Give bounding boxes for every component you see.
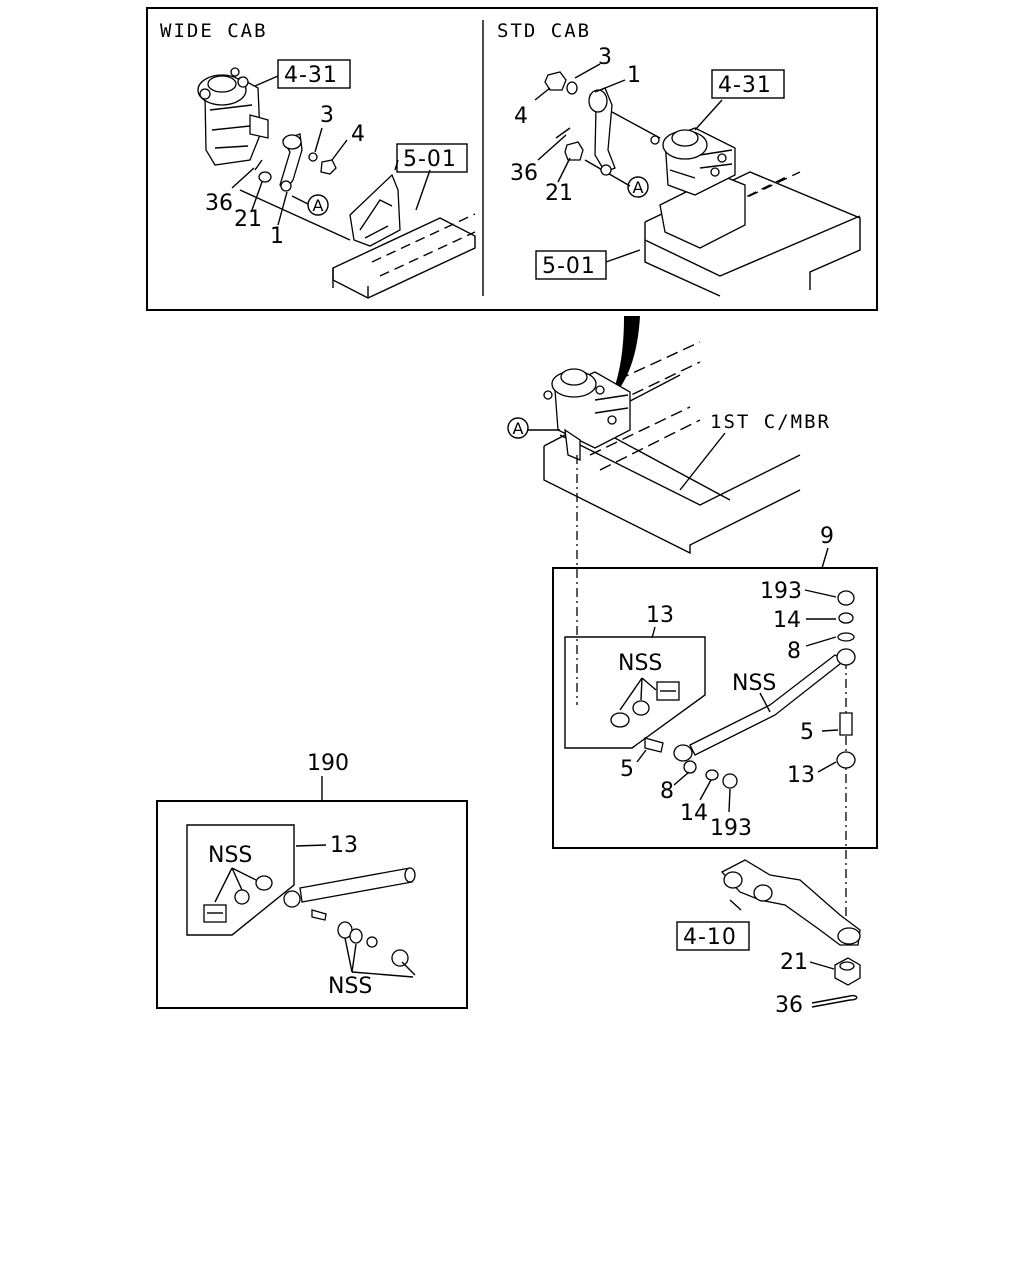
callout-13-box190: 13 [330,833,358,858]
lower-parts-stack [636,737,738,813]
ref-box-431-wide [277,59,351,89]
nss-label-box: NSS [618,651,662,676]
callout-193-right: 193 [760,579,802,604]
callout-3-wide: 3 [320,103,334,128]
parts-190-stack [311,909,416,976]
callout-36-lower: 36 [775,993,803,1018]
callout-13-upper: 13 [646,603,674,628]
callout-193-lower: 193 [710,816,752,841]
callout-8-right: 8 [787,639,801,664]
callout-3-std: 3 [598,45,612,70]
callout-5-right: 5 [800,720,814,745]
ref-410: 4-10 [683,925,737,950]
nss-box-13 [564,636,706,749]
ref-box-501-wide [396,143,468,173]
ref-box-410 [676,921,750,951]
nss-label-190-top: NSS [208,843,252,868]
tie-rod-9 [689,654,847,756]
marker-a-std [627,176,649,198]
ref-431-wide: 4-31 [284,63,338,88]
ref-501-wide: 5-01 [403,147,457,172]
callout-21-wide: 21 [234,207,262,232]
ref-501-std: 5-01 [542,254,596,279]
item-9-frame [552,567,878,849]
callout-4-std: 4 [514,104,528,129]
marker-a-main-label: A [513,419,524,438]
std-cab-assembly [534,63,861,297]
callout-5-lower: 5 [620,757,634,782]
frame-assembly [527,341,801,555]
marker-a-main [507,417,529,439]
nss-label-190-bottom: NSS [328,974,372,999]
ref-431-std: 4-31 [718,73,772,98]
callout-8-lower: 8 [660,779,674,804]
marker-a-std-label: A [633,178,644,197]
callout-4-wide: 4 [351,122,365,147]
right-parts-stack [804,589,856,773]
wide-cab-title: WIDE CAB [160,20,268,42]
detail-arrow [610,316,640,400]
top-frame [146,7,878,311]
item-190-frame [156,800,468,1009]
member-label: 1ST C/MBR [710,411,831,433]
std-cab-title: STD CAB [497,20,591,42]
marker-a-wide-label: A [313,196,324,215]
nss-box-190 [186,824,295,936]
knuckle-arm [720,859,861,1008]
callout-14-right: 14 [773,608,801,633]
callout-1-std: 1 [627,63,641,88]
callout-190: 190 [307,751,349,776]
callout-36-wide: 36 [205,191,233,216]
ref-box-501-std [535,250,607,280]
callout-14-lower: 14 [680,801,708,826]
wide-cab-assembly [197,67,476,299]
callout-21-lower: 21 [780,950,808,975]
callout-9: 9 [820,524,834,549]
nss-label-rod: NSS [732,671,776,696]
marker-a-wide [307,194,329,216]
callout-21-std: 21 [545,181,573,206]
callout-36-std: 36 [510,161,538,186]
tube-190 [299,867,413,903]
callout-13-right: 13 [787,763,815,788]
ref-box-431-std [711,69,785,99]
callout-1-wide: 1 [270,224,284,249]
